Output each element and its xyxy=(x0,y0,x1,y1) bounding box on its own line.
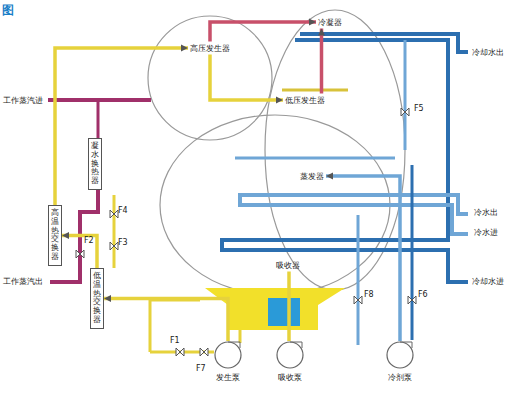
node-text: 发生泵 xyxy=(216,372,240,383)
heat-exchanger: 高温热交换器 xyxy=(48,205,62,266)
solution-pool xyxy=(205,288,345,330)
pump-outlet xyxy=(400,342,412,348)
valve-number: F6 xyxy=(418,290,428,299)
pipe-connector xyxy=(210,55,283,104)
refrigerant-pool xyxy=(268,298,300,326)
valve-number: F3 xyxy=(118,238,128,247)
pump-body xyxy=(215,342,241,368)
pump: 吸收泵 xyxy=(276,341,304,369)
pipe-connector xyxy=(318,29,325,94)
arrowhead xyxy=(104,295,111,302)
valve-number: F1 xyxy=(170,336,180,345)
bypass-pipe xyxy=(411,165,414,340)
pump-body xyxy=(277,342,303,368)
low-generator-tube xyxy=(282,89,348,92)
pipe-label: 冷水进 xyxy=(474,227,498,238)
pipe-connector xyxy=(104,295,228,341)
valve-number: F5 xyxy=(414,104,424,113)
pipe-label: 工作蒸汽出 xyxy=(3,276,43,287)
valve xyxy=(354,296,362,304)
chilled-water-pipe xyxy=(240,195,468,234)
pipe-line xyxy=(210,22,316,42)
steam-pipe xyxy=(97,100,100,138)
valve-number: F8 xyxy=(364,290,374,299)
condenser-label: 冷凝器 xyxy=(316,16,344,29)
pump: 冷剂泵 xyxy=(386,341,414,369)
absorber-label: 吸收器 xyxy=(274,259,302,272)
pipe-connector xyxy=(55,45,188,206)
pipe-line xyxy=(320,29,324,94)
generator-label: 高压发生器 xyxy=(188,42,232,55)
generator-label: 低压发生器 xyxy=(283,94,327,107)
cooling-water-pipe xyxy=(222,40,468,282)
pipe-line xyxy=(210,55,283,101)
pipe-label: 冷水出 xyxy=(474,207,498,218)
valve xyxy=(401,108,409,116)
pump: 发生泵 xyxy=(214,341,242,369)
arrowhead xyxy=(181,45,188,52)
spray-bar xyxy=(235,157,395,160)
node-text: 冷凝器 xyxy=(318,18,342,27)
pipe-line xyxy=(326,176,400,341)
valve-number: F2 xyxy=(84,236,94,245)
pump-body xyxy=(387,342,413,368)
solution-pipe xyxy=(150,300,200,352)
pipe-line xyxy=(62,235,97,268)
pipe-line xyxy=(287,272,291,342)
arrowhead xyxy=(318,29,325,36)
node-text: 蒸发器 xyxy=(300,172,324,181)
pipe-label: 冷却水出 xyxy=(472,47,504,58)
pump-outlet xyxy=(228,342,240,348)
pipe-connector xyxy=(326,173,400,342)
node-text: 高温热交换器 xyxy=(51,209,59,262)
bypass-pipe xyxy=(357,215,360,345)
pipe-connector xyxy=(210,19,316,42)
pipe-connector xyxy=(62,232,97,268)
node-text: 凝水换热器 xyxy=(91,142,99,186)
arrowhead xyxy=(326,173,333,180)
pump-symbol xyxy=(214,341,242,369)
valve xyxy=(76,250,84,258)
arrowhead xyxy=(276,97,283,104)
evaporator-label: 蒸发器 xyxy=(298,170,326,183)
pipe-line xyxy=(55,48,188,205)
node-text: 低温热交换器 xyxy=(93,272,101,325)
heat-exchanger: 凝水换热器 xyxy=(88,138,102,190)
node-text: 吸收泵 xyxy=(278,372,302,383)
node-text: 高压发生器 xyxy=(190,44,230,53)
pump-symbol xyxy=(386,341,414,369)
valve xyxy=(110,242,118,250)
pipe-label: 工作蒸汽进 xyxy=(3,95,43,106)
solution-pipe xyxy=(113,195,116,268)
pipe-line xyxy=(104,298,228,341)
pipe-connector xyxy=(289,272,290,342)
node-text: 低压发生器 xyxy=(285,96,325,105)
valve xyxy=(176,348,184,356)
valve xyxy=(200,348,208,356)
node-text: 吸收器 xyxy=(276,261,300,270)
valve xyxy=(110,210,118,218)
arrowhead xyxy=(309,19,316,26)
arrowhead xyxy=(62,232,69,239)
heat-exchanger: 低温热交换器 xyxy=(90,268,104,329)
page-title: 图 xyxy=(2,2,14,19)
node-text: 冷剂泵 xyxy=(388,372,412,383)
pump-outlet xyxy=(290,342,302,348)
valve-number: F7 xyxy=(196,364,206,373)
valve xyxy=(408,296,416,304)
solution-pipe xyxy=(239,330,242,343)
pipe-label: 冷却水进 xyxy=(472,276,504,287)
refrigerant-pipe xyxy=(404,40,407,150)
valve-number: F4 xyxy=(118,206,128,215)
cooling-water-pipe xyxy=(300,34,468,52)
pump-symbol xyxy=(276,341,304,369)
